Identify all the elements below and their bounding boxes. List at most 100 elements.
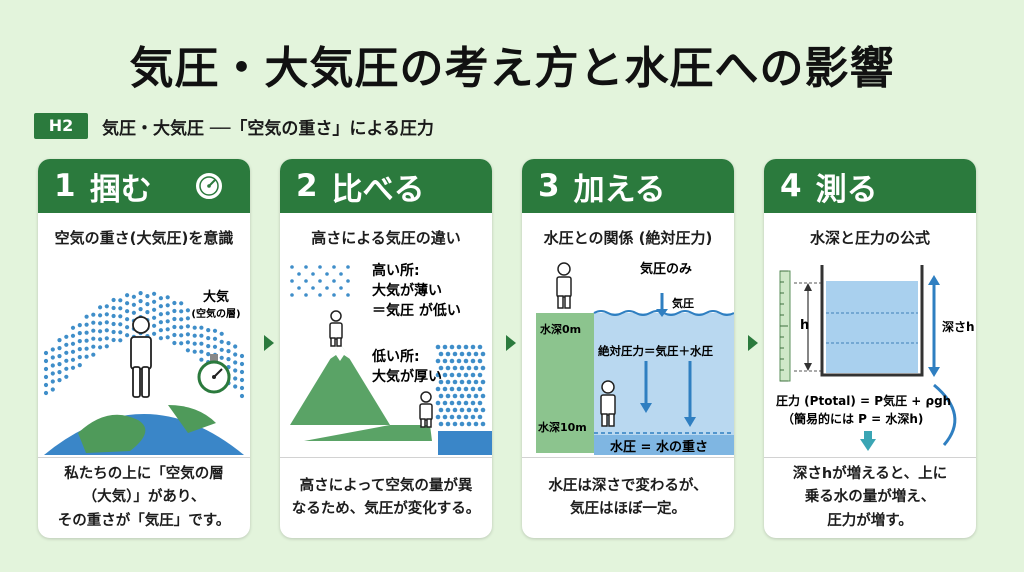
- air-dot: [70, 333, 76, 338]
- desc-line: 圧力が増す。: [827, 512, 913, 529]
- air-dot: [192, 325, 197, 330]
- air-dot: [346, 265, 350, 269]
- air-dot: [449, 358, 455, 364]
- air-dot: [466, 365, 472, 371]
- desc-line: 乗る水の量が増え、: [804, 489, 936, 506]
- air-dot: [158, 320, 163, 325]
- air-dot: [466, 351, 472, 357]
- air-dot: [435, 400, 441, 406]
- air-dot: [206, 344, 211, 349]
- air-dot: [125, 309, 130, 314]
- air-dot: [452, 421, 458, 427]
- step-arrow: [506, 335, 516, 351]
- air-dot: [438, 379, 444, 385]
- air-dot: [165, 319, 170, 324]
- air-dot: [43, 374, 49, 380]
- air-dot: [165, 327, 170, 332]
- air-dot: [304, 279, 308, 283]
- air-dot: [131, 310, 136, 315]
- air-dot: [463, 400, 469, 406]
- air-dot: [138, 299, 143, 304]
- thin-air-dots: [290, 265, 350, 297]
- air-dot: [473, 393, 479, 399]
- air-dot: [449, 414, 455, 420]
- air-dot: [50, 355, 55, 360]
- section-subhead: H2 気圧・大気圧 ──「空気の重さ」による圧力: [34, 113, 434, 139]
- air-dot: [199, 333, 204, 338]
- air-dot: [470, 358, 476, 364]
- air-dot: [185, 308, 190, 313]
- air-dot: [104, 328, 109, 333]
- air-dot: [459, 351, 465, 357]
- thick-air-dots: [435, 344, 486, 427]
- card-divider: [38, 457, 250, 458]
- air-dot: [466, 393, 472, 399]
- air-dot: [339, 286, 343, 290]
- air-dot: [118, 330, 123, 335]
- air-dot: [84, 322, 89, 327]
- air-dot: [219, 339, 224, 344]
- water-tank-water: [826, 281, 918, 373]
- mountain: [290, 343, 390, 425]
- air-dot: [438, 407, 444, 413]
- air-dot: [179, 325, 184, 330]
- step-arrow: [264, 335, 274, 351]
- air-dot: [445, 351, 451, 357]
- air-dot: [152, 315, 157, 320]
- air-dot: [226, 357, 231, 362]
- air-dot: [192, 349, 197, 354]
- air-dot: [111, 329, 116, 335]
- air-dot: [43, 358, 49, 364]
- air-dot: [239, 369, 245, 375]
- air-dot: [118, 306, 123, 311]
- card-subtitle: 水圧との関係 (絶対圧力): [543, 229, 713, 247]
- air-dot: [158, 328, 163, 333]
- air-dot: [470, 372, 476, 378]
- card-measure: 4 測る 水深と圧力の公式 h 深さh 圧力 (Ptotal) = P気圧 + …: [764, 159, 976, 538]
- air-dot: [346, 293, 350, 297]
- air-dot: [233, 352, 238, 357]
- air-dot: [442, 344, 448, 350]
- air-dot: [192, 333, 197, 338]
- air-dot: [304, 293, 308, 297]
- air-dot: [212, 336, 218, 341]
- air-dot: [445, 393, 451, 399]
- air-dot: [77, 363, 82, 368]
- page-title: 気圧・大気圧の考え方と水圧への影響: [129, 43, 895, 94]
- air-dot: [459, 407, 465, 413]
- air-dot: [233, 384, 238, 389]
- air-dot: [57, 378, 62, 383]
- air-dot: [438, 365, 444, 371]
- air-dot: [64, 366, 69, 371]
- air-dot: [456, 400, 462, 406]
- depth-0-label: 水深0m: [540, 322, 581, 336]
- card-header: 2 比べる: [280, 159, 492, 213]
- sea: [438, 431, 492, 455]
- air-dot: [165, 295, 170, 300]
- air-dot: [480, 379, 486, 385]
- air-dot: [64, 358, 69, 363]
- person-at-base-icon: [419, 391, 433, 428]
- absolute-pressure-label: 絶対圧力＝気圧＋水圧: [598, 344, 713, 358]
- card-divider: [764, 457, 976, 458]
- card-number: 2: [296, 168, 318, 204]
- air-dot: [104, 304, 109, 309]
- air-dot: [98, 345, 103, 350]
- air-dot: [233, 376, 238, 381]
- air-dot: [442, 414, 448, 420]
- air-dot: [125, 301, 130, 306]
- air-dot: [98, 305, 103, 310]
- air-dot: [339, 272, 343, 276]
- air-dot: [104, 312, 109, 317]
- air-dot: [480, 393, 486, 399]
- mountain-snow: [330, 343, 350, 361]
- air-dot: [470, 386, 476, 392]
- air-dot: [477, 414, 483, 420]
- card-header: 3 加える: [522, 159, 734, 213]
- air-dot: [435, 386, 441, 392]
- air-dot: [118, 298, 123, 303]
- curved-arrow: [933, 383, 957, 446]
- air-dot: [111, 305, 116, 311]
- air-dot: [125, 317, 130, 322]
- air-dot: [91, 352, 96, 357]
